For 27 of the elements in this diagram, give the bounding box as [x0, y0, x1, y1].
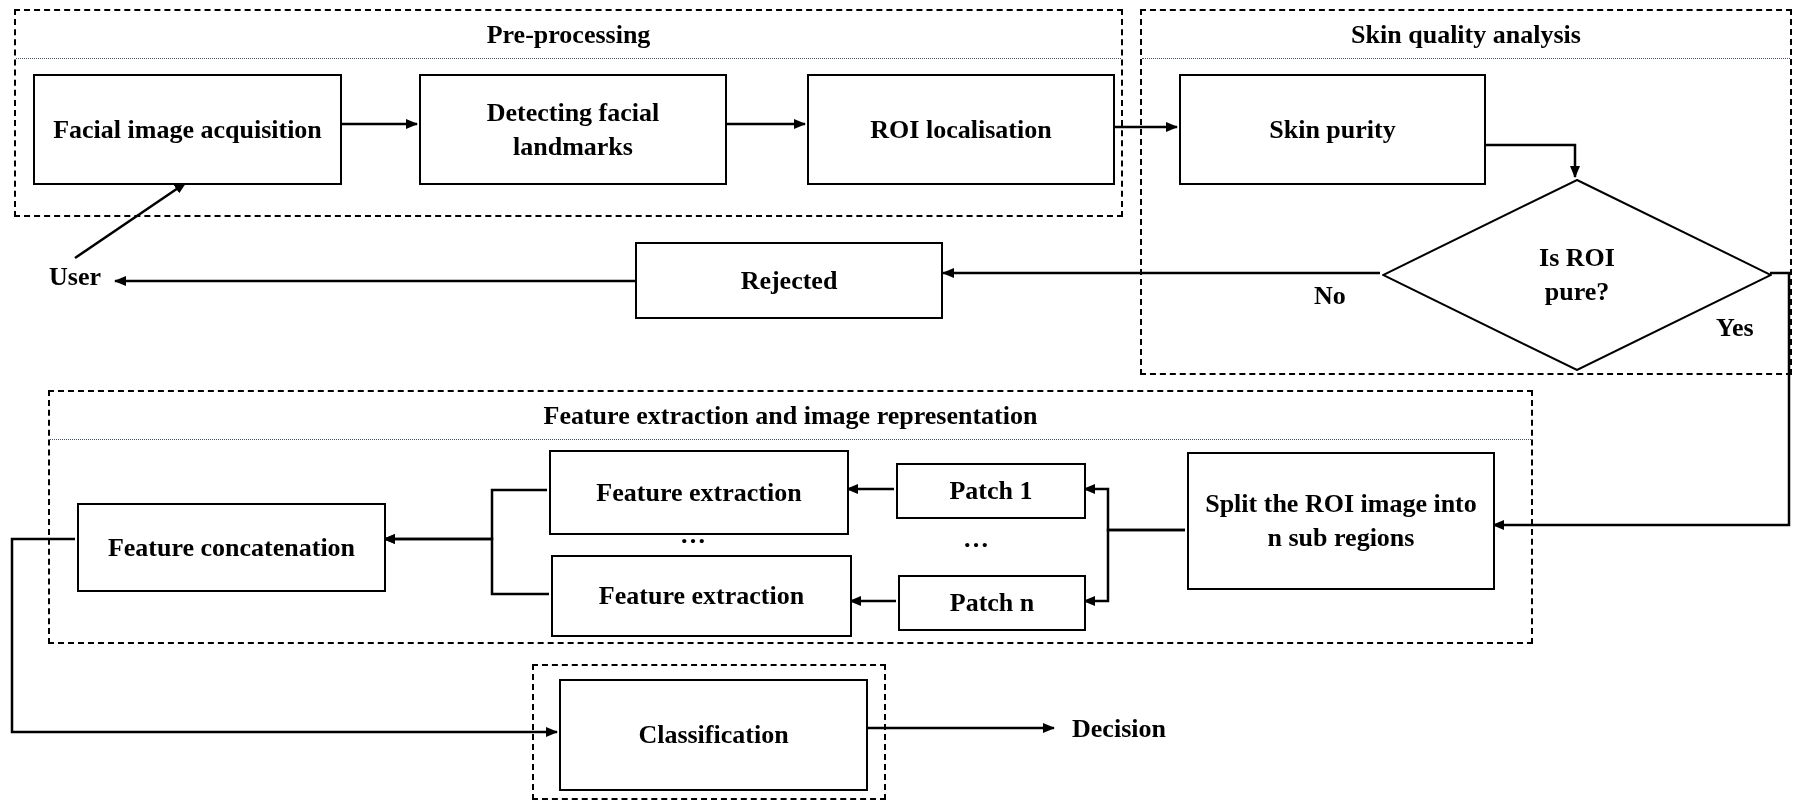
process-box: Feature extraction	[549, 450, 849, 535]
process-box: Feature extraction	[551, 555, 852, 637]
arrow	[114, 276, 635, 286]
process-box: Facial image acquisition	[33, 74, 342, 185]
dashed-group-frame	[48, 390, 1533, 644]
group-heading: Pre-processing	[16, 11, 1121, 59]
terminal-label: User	[35, 258, 115, 294]
process-box: ROI localisation	[807, 74, 1115, 185]
terminal-label: Decision	[1054, 710, 1184, 746]
process-box: Classification	[559, 679, 868, 791]
process-box: Skin purity	[1179, 74, 1486, 185]
group-heading: Feature extraction and image representation	[50, 392, 1531, 440]
process-box: Detecting facial landmarks	[419, 74, 727, 185]
decision-diamond	[1382, 179, 1772, 371]
process-box: Patch 1	[896, 463, 1086, 519]
arrow	[942, 268, 1380, 278]
process-box: Feature concatenation	[77, 503, 386, 592]
process-box: Rejected	[635, 242, 943, 319]
dashed-group-frame	[1140, 9, 1792, 375]
group-heading: Skin quality analysis	[1142, 11, 1790, 59]
arrow	[10, 537, 558, 737]
dashed-group-frame	[532, 664, 886, 800]
node-label: Is ROI pure?	[1538, 242, 1616, 308]
dashed-group-frame	[14, 9, 1123, 217]
process-box: Split the ROI image into n sub regions	[1187, 452, 1495, 590]
ellipsis-label: …	[963, 526, 989, 552]
process-box: Patch n	[898, 575, 1086, 631]
